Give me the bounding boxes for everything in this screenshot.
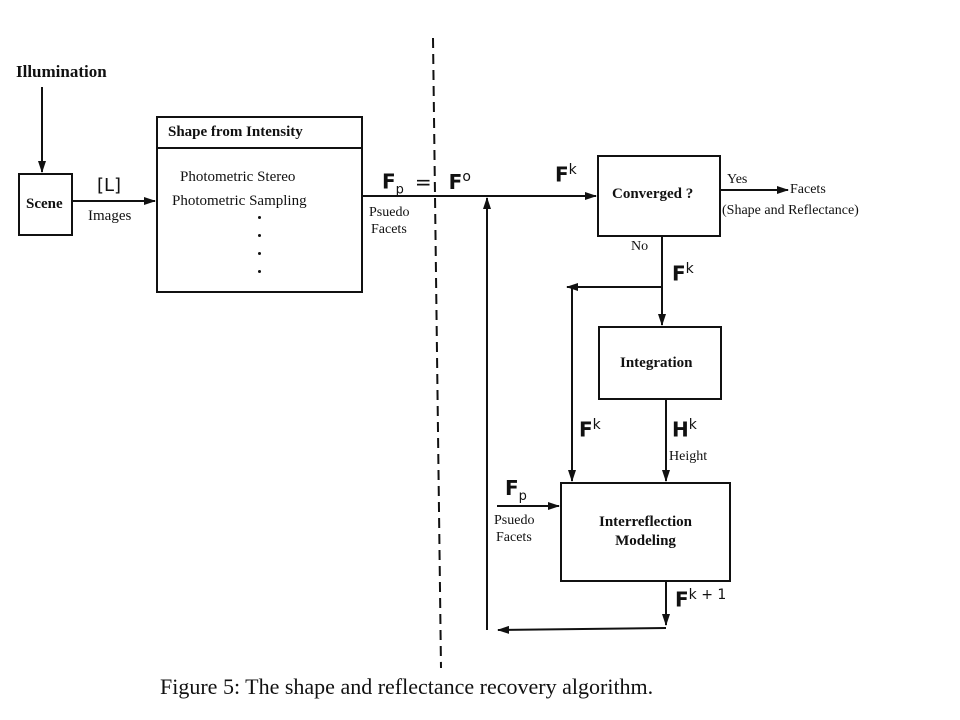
hk-h-symbol: H [672, 417, 689, 442]
shape-title-bar: Shape from Intensity [158, 118, 361, 149]
integration-node: Integration [598, 326, 722, 400]
fp-left-p: p [518, 489, 527, 504]
fo-f-symbol: F [448, 169, 463, 194]
fk-top-label: Fk [555, 163, 577, 185]
shape-from-intensity-title: Shape from Intensity [168, 124, 303, 140]
fp-left-label: Fp [505, 478, 527, 503]
images-label: Images [88, 208, 132, 224]
psuedo-label-left: Psuedo [494, 513, 535, 528]
fk1-f: F [675, 587, 689, 612]
fk-top-f: F [555, 162, 569, 187]
hk-label: Hk [672, 418, 697, 440]
ellipsis-dots [258, 216, 262, 276]
interreflection-modeling-node: Interreflection Modeling [560, 482, 731, 582]
equals-symbol: = [414, 169, 432, 194]
modeling-label: Modeling [615, 533, 676, 549]
height-label: Height [669, 449, 708, 464]
converged-node: Converged ? [597, 155, 721, 237]
fk-left-label: Fk [579, 418, 601, 440]
shape-and-reflectance-label: (Shape and Reflectance) [722, 203, 859, 218]
integration-label: Integration [620, 355, 693, 371]
facets-label-top: Facets [371, 222, 407, 237]
dashed-divider [432, 37, 442, 669]
fp-p-subscript: p [395, 182, 404, 198]
facets-output-label: Facets [790, 182, 826, 197]
photometric-sampling-label: Photometric Sampling [172, 193, 307, 209]
fk1-superscript: k + 1 [688, 587, 727, 603]
fk-left-f: F [579, 417, 593, 442]
interreflection-label: Interreflection [598, 514, 693, 530]
fk-branch-f: F [672, 261, 686, 286]
fk-branch-k: k [685, 261, 694, 277]
light-vector-label: [L] [97, 175, 122, 196]
fp-left-f: F [505, 476, 519, 500]
fp-f-symbol: F [382, 169, 396, 194]
yes-label: Yes [727, 172, 748, 187]
scene-label: Scene [26, 196, 63, 212]
photometric-stereo-label: Photometric Stereo [180, 169, 296, 185]
fk-branch-label: Fk [672, 262, 694, 284]
shape-from-intensity-node: Shape from Intensity Photometric Stereo … [156, 116, 363, 293]
no-label: No [631, 239, 649, 254]
facets-label-left: Facets [496, 530, 532, 545]
feedback-bottom-line [497, 625, 667, 634]
psuedo-label-top: Psuedo [369, 205, 410, 220]
hk-k-superscript: k [688, 417, 697, 433]
fk-top-k: k [568, 162, 577, 178]
scene-node: Scene [18, 173, 73, 236]
fp-equals-fo-label: Fp = Fo [382, 170, 471, 197]
fk-left-k: k [592, 417, 601, 433]
illumination-label: Illumination [16, 62, 107, 81]
fk-plus-1-label: Fk + 1 [675, 588, 726, 610]
fo-o-superscript: o [462, 169, 471, 185]
figure-caption: Figure 5: The shape and reflectance reco… [160, 674, 654, 699]
converged-label: Converged ? [612, 186, 694, 202]
